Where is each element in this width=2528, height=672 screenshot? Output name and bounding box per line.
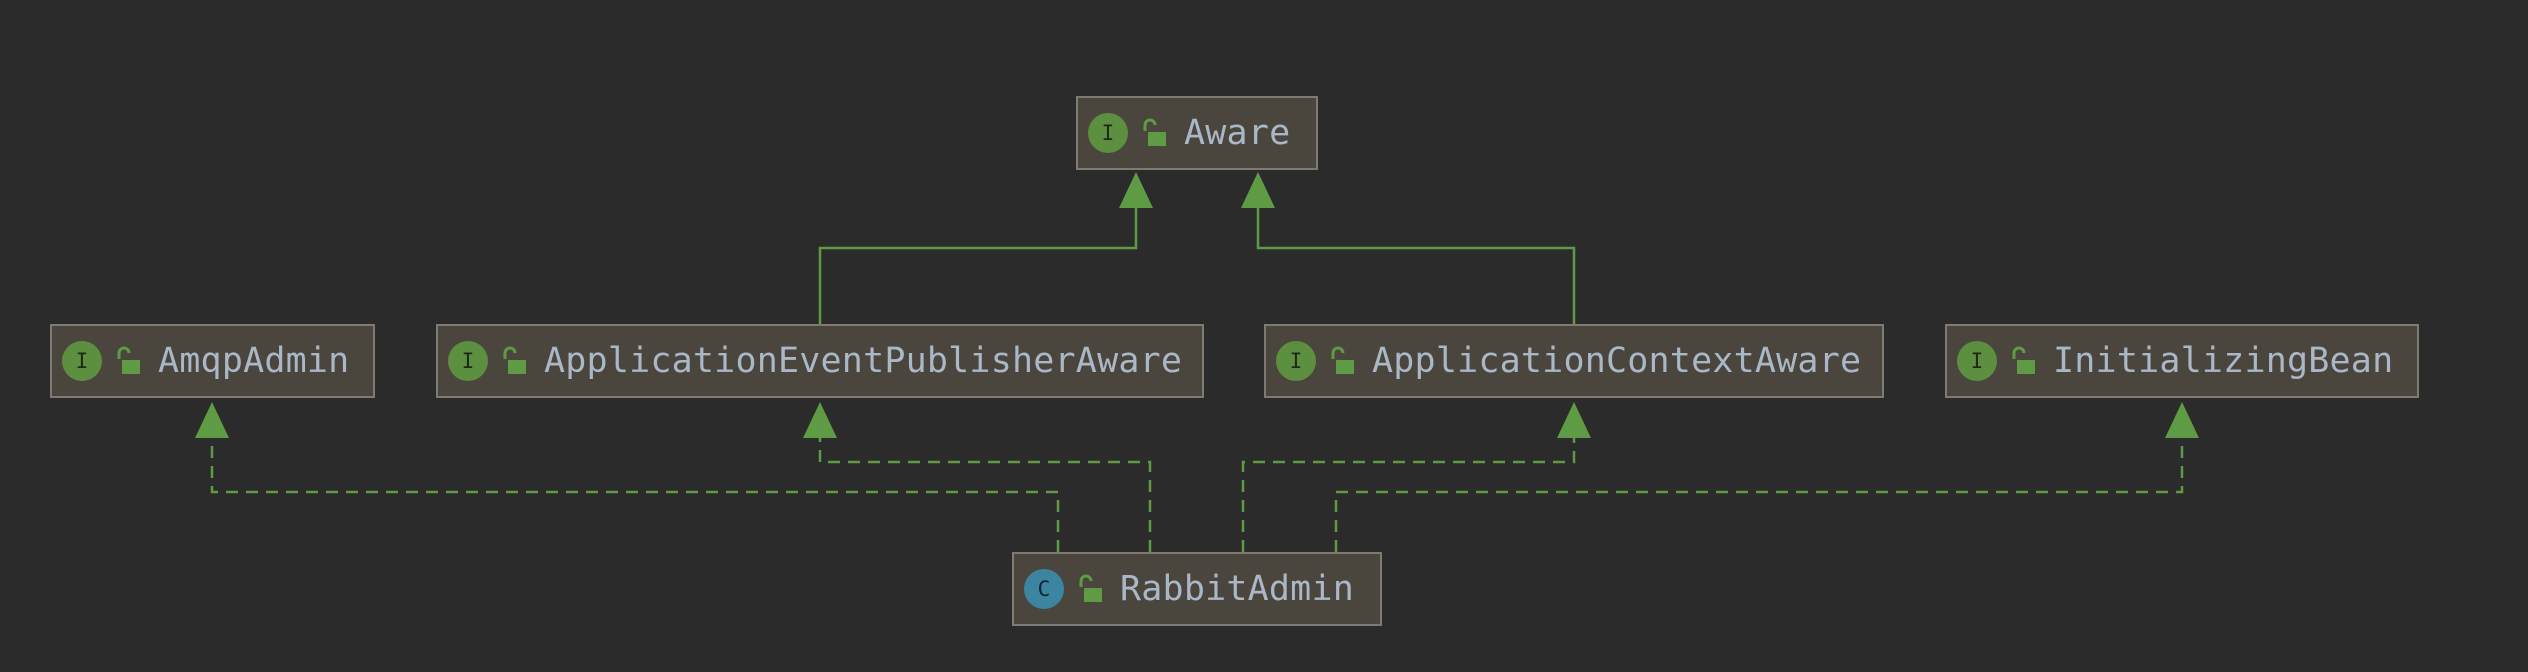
unlocked-padlock-icon bbox=[503, 346, 526, 374]
node-rabbit-admin[interactable]: C RabbitAdmin bbox=[1012, 552, 1382, 626]
arrowhead-app-context-aware bbox=[1557, 402, 1591, 438]
edge-rabbit-admin-to-amqp-admin bbox=[210, 436, 1060, 552]
node-aware[interactable]: I Aware bbox=[1076, 96, 1318, 170]
edge-rabbit-admin-to-initializing-bean bbox=[1334, 436, 2184, 552]
node-name: InitializingBean bbox=[2053, 341, 2394, 381]
node-name: ApplicationEventPublisherAware bbox=[544, 341, 1183, 381]
interface-badge-icon: I bbox=[1276, 341, 1316, 381]
unlocked-padlock-icon bbox=[1079, 574, 1102, 602]
interface-badge-icon: I bbox=[1088, 113, 1128, 153]
arrowhead-aware-right bbox=[1241, 172, 1275, 208]
arrowhead-initializing-bean bbox=[2165, 402, 2199, 438]
node-name: ApplicationContextAware bbox=[1372, 341, 1862, 381]
unlocked-padlock-icon bbox=[117, 346, 140, 374]
node-application-context-aware[interactable]: I ApplicationContextAware bbox=[1264, 324, 1884, 398]
edge-app-event-publisher-aware-to-aware bbox=[818, 206, 1138, 324]
node-name: Aware bbox=[1184, 113, 1291, 153]
unlocked-padlock-icon bbox=[1331, 346, 1354, 374]
node-name: RabbitAdmin bbox=[1120, 569, 1354, 609]
arrowhead-amqp-admin bbox=[195, 402, 229, 438]
edge-rabbit-admin-to-app-event-publisher-aware bbox=[818, 436, 1152, 552]
node-initializing-bean[interactable]: I InitializingBean bbox=[1945, 324, 2419, 398]
node-application-event-publisher-aware[interactable]: I ApplicationEventPublisherAware bbox=[436, 324, 1204, 398]
interface-badge-icon: I bbox=[62, 341, 102, 381]
edge-app-context-aware-to-aware bbox=[1256, 206, 1576, 324]
edge-rabbit-admin-to-app-context-aware bbox=[1241, 436, 1576, 552]
arrowhead-aware-left bbox=[1119, 172, 1153, 208]
arrowhead-app-event-publisher-aware bbox=[803, 402, 837, 438]
node-name: AmqpAdmin bbox=[158, 341, 350, 381]
interface-badge-icon: I bbox=[1957, 341, 1997, 381]
node-amqp-admin[interactable]: I AmqpAdmin bbox=[50, 324, 375, 398]
unlocked-padlock-icon bbox=[1143, 118, 1166, 146]
class-badge-icon: C bbox=[1024, 569, 1064, 609]
interface-badge-icon: I bbox=[448, 341, 488, 381]
unlocked-padlock-icon bbox=[2012, 346, 2035, 374]
